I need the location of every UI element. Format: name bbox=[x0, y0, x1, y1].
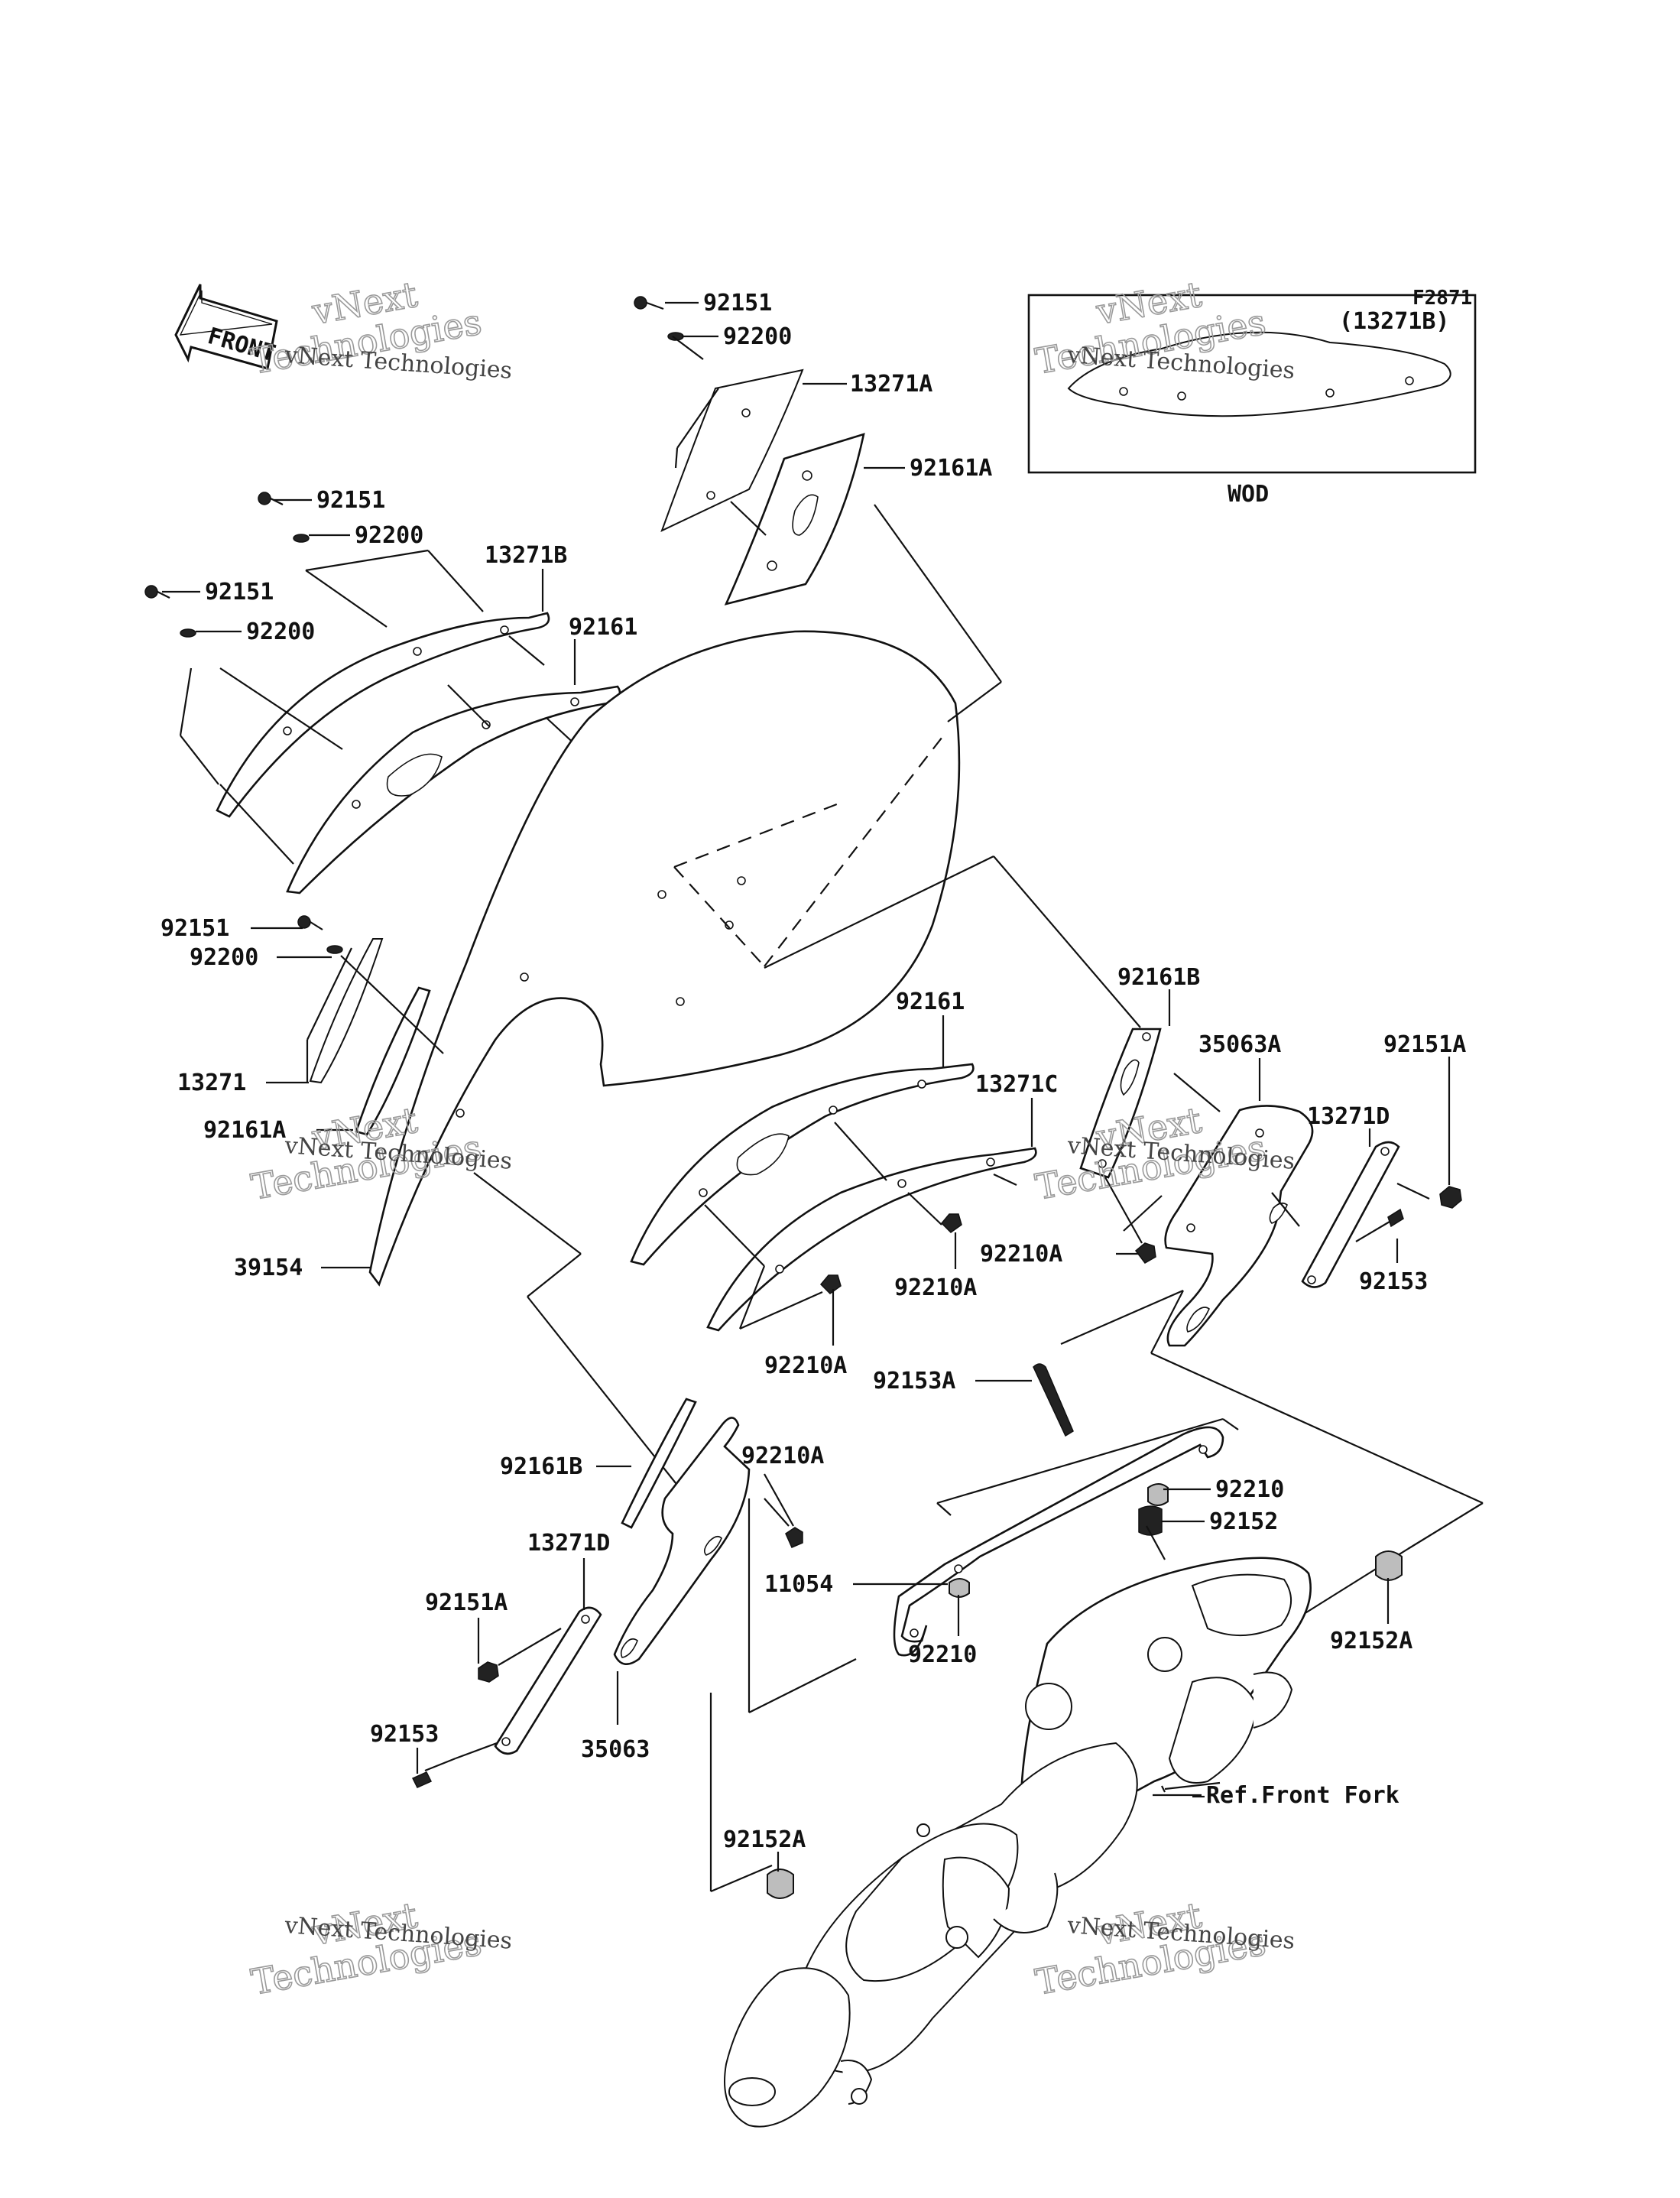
callout-5: 92151 bbox=[316, 487, 385, 514]
callout-37: 35063 bbox=[581, 1736, 650, 1763]
callout-22: 92151A bbox=[1383, 1031, 1466, 1058]
callout-3: 13271A bbox=[850, 371, 932, 398]
callout-9: 92200 bbox=[246, 618, 315, 645]
callout-6: 92200 bbox=[355, 522, 423, 549]
figure-code: F2871 bbox=[1412, 287, 1472, 310]
callout-21: 35063A bbox=[1198, 1031, 1281, 1058]
callout-ref-front-fork: Ref.Front Fork bbox=[1206, 1782, 1399, 1809]
part-13271-group bbox=[297, 915, 444, 1136]
callout-16: 92161 bbox=[896, 989, 965, 1015]
part-13271b-group bbox=[144, 492, 621, 894]
callout-35: 92152A bbox=[1330, 1628, 1412, 1654]
part-35063-group bbox=[411, 1398, 803, 1788]
callout-7: 13271B bbox=[485, 542, 567, 569]
part-11054-group bbox=[767, 1363, 1403, 1899]
callout-11: 92151 bbox=[161, 915, 229, 942]
callout-25: 92153 bbox=[1359, 1268, 1428, 1295]
callout-18: 92210A bbox=[894, 1274, 977, 1301]
callout-labels: 92151 92200 13271A 92161A 92151 92200 13… bbox=[161, 290, 1466, 1853]
inset-label: (13271B) bbox=[1339, 308, 1450, 335]
callout-13: 13271 bbox=[177, 1070, 246, 1096]
callout-34: 92151A bbox=[425, 1589, 508, 1616]
callout-2: 92200 bbox=[723, 323, 792, 350]
callout-28: 92210A bbox=[741, 1443, 824, 1469]
callout-29: 92210 bbox=[1215, 1476, 1284, 1503]
callout-1: 92151 bbox=[703, 290, 772, 317]
callout-27: 92161B bbox=[500, 1453, 582, 1480]
callout-8: 92151 bbox=[205, 579, 274, 606]
callout-19: 92210A bbox=[764, 1352, 847, 1379]
callout-leaders bbox=[162, 301, 1451, 1872]
callout-10: 92161 bbox=[569, 614, 637, 641]
callout-30: 92152 bbox=[1209, 1508, 1278, 1535]
part-35063a-group bbox=[1079, 1028, 1462, 1347]
callout-23: 13271D bbox=[1307, 1103, 1390, 1130]
callout-26: 92153A bbox=[873, 1368, 955, 1394]
callout-32: 92210 bbox=[908, 1641, 977, 1668]
callout-38: 92152A bbox=[723, 1826, 806, 1853]
windshield-39154 bbox=[368, 630, 961, 1287]
callout-12: 92200 bbox=[190, 944, 258, 971]
callout-17: 13271C bbox=[975, 1071, 1058, 1098]
callout-36: 92153 bbox=[370, 1721, 439, 1748]
inset-caption: WOD bbox=[1228, 481, 1269, 508]
front-fork bbox=[724, 1557, 1312, 2128]
part-13271a-group bbox=[634, 296, 865, 606]
callout-31: 11054 bbox=[764, 1571, 833, 1598]
callout-33: 13271D bbox=[527, 1530, 610, 1557]
callout-4: 92161A bbox=[910, 455, 992, 482]
part-13271c-group bbox=[630, 1063, 1037, 1332]
callout-24: 92210A bbox=[980, 1241, 1062, 1268]
inset-13271b: (13271B) WOD bbox=[1027, 294, 1477, 508]
callout-20: 92161B bbox=[1117, 964, 1200, 991]
callout-14: 92161A bbox=[203, 1117, 286, 1144]
callout-15: 39154 bbox=[234, 1255, 303, 1281]
